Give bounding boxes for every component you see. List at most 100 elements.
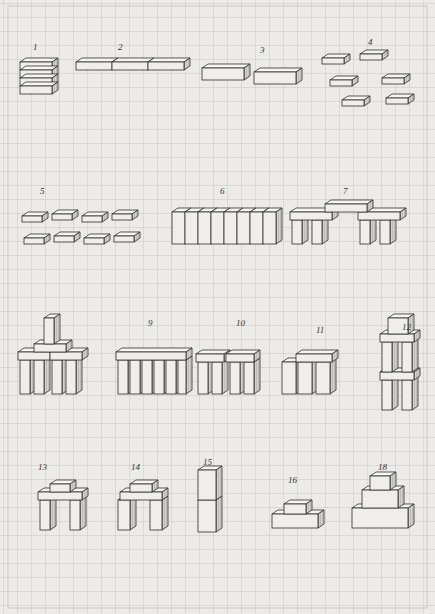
block-side (306, 500, 312, 514)
block-side (186, 348, 192, 360)
block-side (44, 356, 50, 394)
block-front (370, 476, 390, 490)
block-side (186, 356, 192, 394)
figure-number: 12 (402, 322, 411, 332)
block-side (382, 50, 388, 60)
figure-number: 14 (131, 462, 140, 472)
block-side (390, 472, 396, 490)
block-front (24, 238, 44, 244)
block-front (112, 62, 148, 70)
block-side (408, 504, 414, 528)
figure-number: 3 (260, 45, 265, 55)
block-side (364, 96, 370, 106)
block-side (318, 510, 324, 528)
figure-number: 15 (203, 457, 212, 467)
block-side (276, 208, 282, 244)
block-front (150, 500, 162, 530)
block-side (72, 210, 78, 220)
block-front (382, 78, 404, 84)
block-front (263, 212, 276, 244)
block-side (104, 234, 110, 244)
block-figures (18, 50, 420, 532)
block-front (352, 508, 408, 528)
block-side (52, 82, 58, 94)
block-front (196, 354, 224, 362)
block-front (52, 214, 72, 220)
block-front (342, 100, 364, 106)
block-side (82, 488, 88, 500)
block-front (118, 500, 130, 530)
block-front (202, 68, 244, 80)
block-side (296, 68, 302, 84)
block-front (360, 54, 382, 60)
block-front (382, 342, 392, 372)
block-front (166, 360, 176, 394)
block-side (102, 212, 108, 222)
block-front (226, 354, 254, 362)
block-front (54, 236, 74, 242)
block-front (34, 360, 44, 394)
block-side (82, 348, 88, 360)
figure-number: 11 (316, 325, 324, 335)
block-front (402, 380, 412, 410)
block-top (325, 200, 373, 204)
block-front (298, 362, 312, 394)
figure-number: 1 (33, 42, 38, 52)
block-front (380, 220, 390, 244)
block-side (412, 338, 418, 372)
block-front (292, 220, 302, 244)
block-top (254, 68, 302, 72)
figure-number: 18 (378, 462, 387, 472)
block-front (290, 212, 332, 220)
block-front (244, 362, 254, 394)
block-front (66, 360, 76, 394)
block-side (42, 212, 48, 222)
block-front (254, 72, 296, 84)
block-side (80, 496, 86, 530)
figure-number: 4 (368, 37, 373, 47)
block-front (44, 318, 54, 344)
block-side (130, 496, 136, 530)
block-front (272, 514, 318, 528)
figure-number: 9 (148, 318, 153, 328)
block-front (362, 490, 398, 508)
figure-number: 6 (220, 186, 225, 196)
block-side (54, 314, 60, 344)
block-front (360, 220, 370, 244)
block-side (50, 496, 56, 530)
block-side (330, 358, 336, 394)
block-front (82, 216, 102, 222)
block-top (148, 58, 190, 62)
block-front (70, 500, 80, 530)
block-front (116, 352, 186, 360)
figure-number: 7 (343, 186, 348, 196)
block-front (40, 500, 50, 530)
block-side (404, 74, 410, 84)
block-front (18, 352, 50, 360)
block-side (74, 232, 80, 242)
block-front (312, 220, 322, 244)
block-top (116, 348, 192, 352)
figure-number: 5 (40, 186, 45, 196)
block-front (185, 212, 198, 244)
block-front (358, 212, 400, 220)
block-side (332, 350, 338, 362)
plate-border (8, 6, 427, 608)
block-side (344, 54, 350, 64)
block-top (112, 58, 154, 62)
block-side (152, 480, 158, 492)
block-front (198, 470, 216, 500)
block-front (154, 360, 164, 394)
block-front (212, 362, 222, 394)
block-front (20, 360, 30, 394)
block-side (244, 64, 250, 80)
block-front (76, 62, 112, 70)
block-side (184, 58, 190, 70)
block-front (172, 212, 185, 244)
block-front (148, 62, 184, 70)
block-top (202, 64, 250, 68)
block-front (296, 354, 332, 362)
block-side (392, 376, 398, 410)
block-front (22, 216, 42, 222)
block-front (20, 86, 52, 94)
